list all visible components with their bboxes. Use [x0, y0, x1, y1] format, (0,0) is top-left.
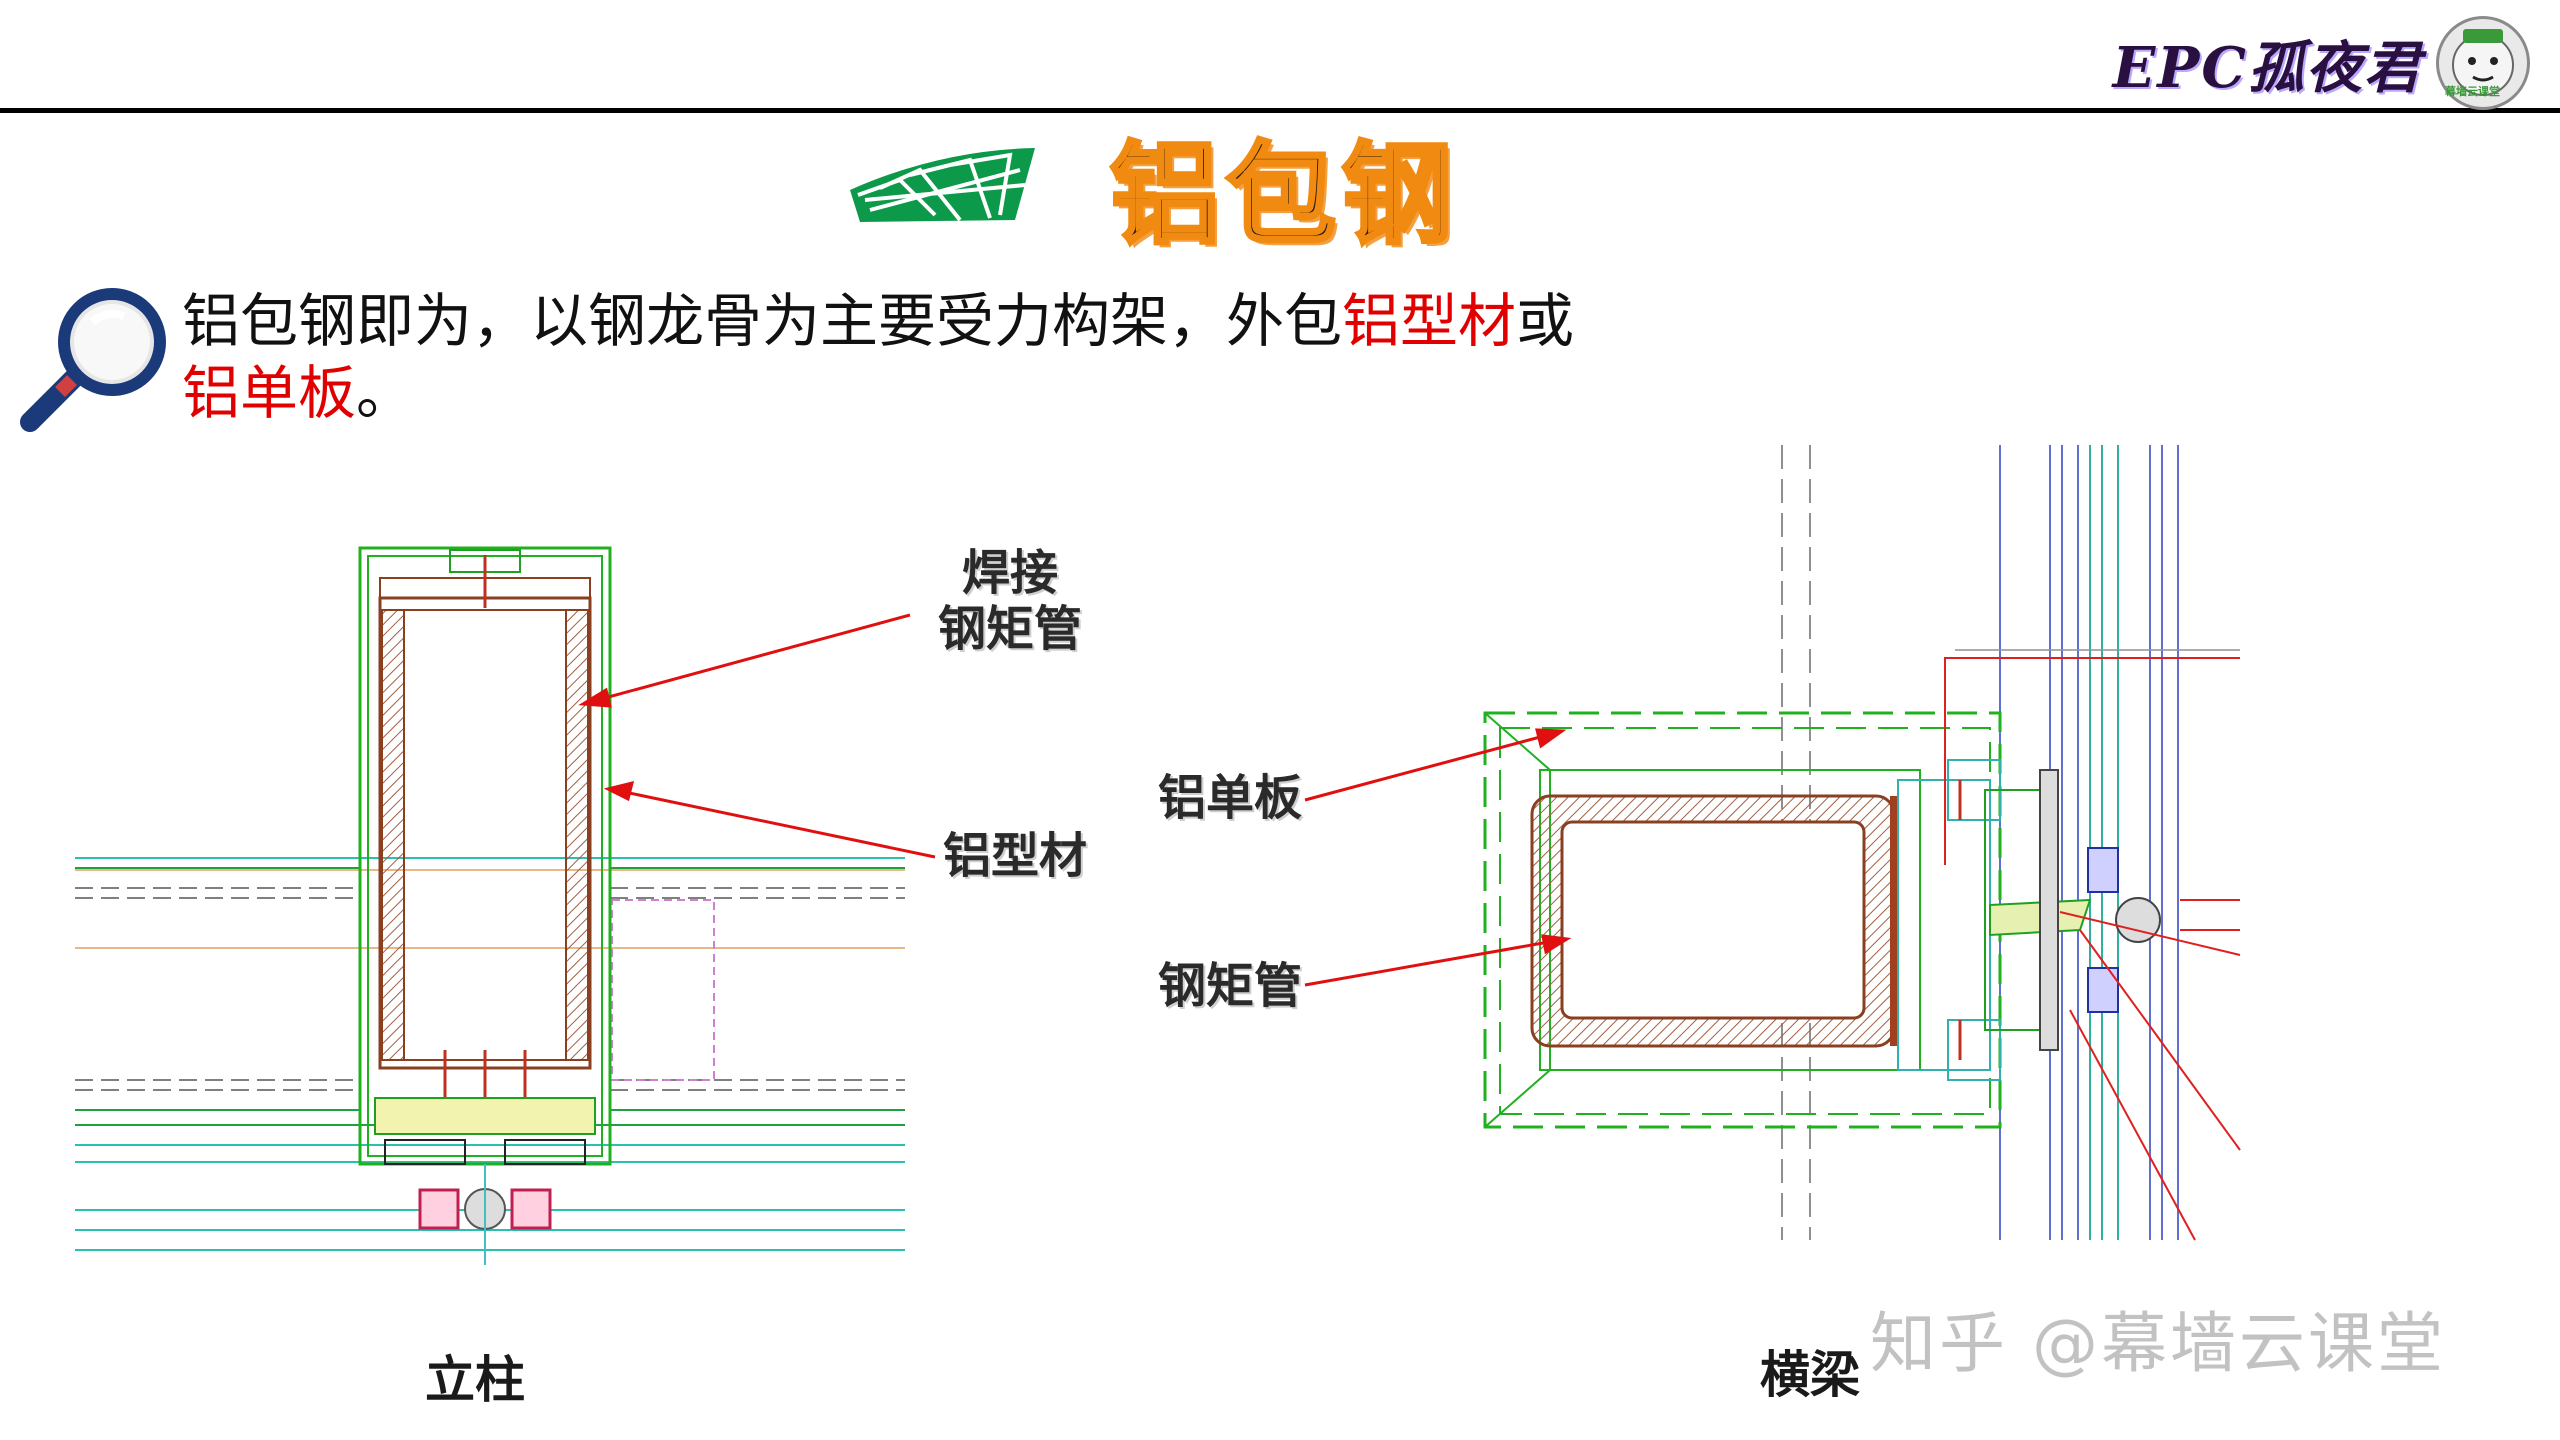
intro-part1: 铝包钢即为，以钢龙骨为主要受力构架，外包: [182, 287, 1343, 355]
caption-mullion: 立柱: [425, 1351, 525, 1409]
intro-text: 铝包钢即为，以钢龙骨为主要受力构架，外包铝型材或 铝单板。: [182, 285, 1782, 429]
callout-arrows: [578, 613, 1572, 987]
brand-text: EPC孤夜君: [2112, 34, 2422, 101]
intro-part3: 或: [1516, 287, 1575, 355]
stadium-logo-icon: [850, 148, 1035, 222]
intro-part5: 。: [356, 359, 415, 427]
label-steel-tube: 钢矩管: [1157, 958, 1302, 1014]
label-aluminum-panel: 铝单板: [1157, 770, 1302, 826]
label-aluminum-profile: 铝型材: [942, 828, 1087, 884]
label-welded-steel-tube: 焊接 钢矩管: [937, 545, 1082, 657]
brand-header: EPC孤夜君 幕墙云课堂: [2112, 16, 2530, 110]
page-title: 铝包钢: [1108, 129, 1458, 261]
watermark: 知乎 @幕墙云课堂: [1870, 1305, 2446, 1382]
header-divider: [0, 108, 2560, 113]
intro-red-profile: 铝型材: [1342, 287, 1517, 355]
avatar-text: 幕墙云课堂: [2445, 85, 2500, 98]
intro-red-panel: 铝单板: [182, 359, 357, 427]
title-block: 铝包钢: [840, 120, 1458, 261]
avatar-icon: 幕墙云课堂: [2436, 16, 2530, 110]
magnifier-icon: [20, 288, 166, 432]
mullion-drawing: [75, 546, 905, 1265]
caption-transom: 横梁: [1760, 1346, 1860, 1404]
transom-drawing: [1483, 445, 2241, 1241]
